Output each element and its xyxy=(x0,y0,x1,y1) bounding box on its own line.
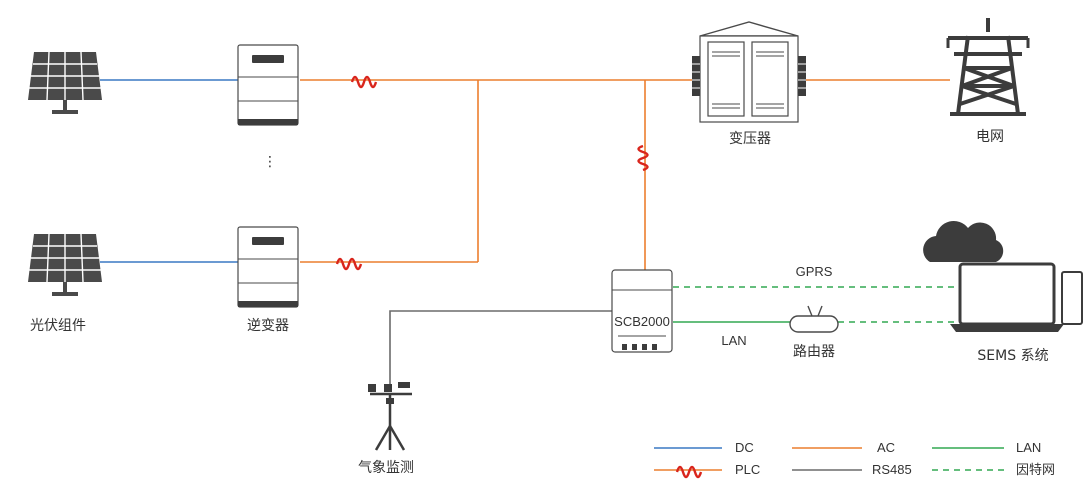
cloud-icon xyxy=(923,220,1004,262)
grid-label: 电网 xyxy=(976,129,1004,145)
inverter-ellipsis: ⋮ xyxy=(263,154,277,170)
legend-plc-symbol xyxy=(675,465,703,479)
legend: DC AC LAN PLC RS485 因特网 xyxy=(654,440,1055,479)
plc-symbol-vertical xyxy=(637,144,649,172)
gprs-label: GPRS xyxy=(796,264,833,279)
power-tower-icon xyxy=(946,18,1030,116)
lan-label: LAN xyxy=(721,333,746,348)
inverter-label: 逆变器 xyxy=(247,318,289,334)
legend-plc-label: PLC xyxy=(735,462,760,477)
legend-ac-label: AC xyxy=(877,440,895,455)
weather-label: 气象监测 xyxy=(358,460,414,476)
solar-panel-icon xyxy=(28,233,102,296)
legend-internet-label: 因特网 xyxy=(1016,462,1055,477)
transformer-label: 变压器 xyxy=(729,131,771,147)
router-label: 路由器 xyxy=(793,344,835,360)
transformer-cabinet-icon xyxy=(692,21,806,123)
plc-symbol-top xyxy=(350,75,378,89)
plc-symbol-bottom xyxy=(335,257,363,271)
connections xyxy=(100,75,960,388)
legend-dc-label: DC xyxy=(735,440,754,455)
weather-station-icon xyxy=(368,382,412,451)
pv-module-label: 光伏组件 xyxy=(30,318,86,334)
scb-label: SCB2000 xyxy=(614,314,670,329)
rs485-line-weather xyxy=(389,310,612,388)
inverter-icon xyxy=(237,226,299,308)
inverter-icon xyxy=(237,44,299,126)
legend-rs485-label: RS485 xyxy=(872,462,912,477)
legend-lan-label: LAN xyxy=(1016,440,1041,455)
router-icon xyxy=(789,305,839,333)
solar-panel-icon xyxy=(28,51,102,114)
laptop-icon xyxy=(950,262,1083,332)
data-logger-icon xyxy=(611,269,673,353)
sems-label: SEMS 系统 xyxy=(977,348,1048,364)
